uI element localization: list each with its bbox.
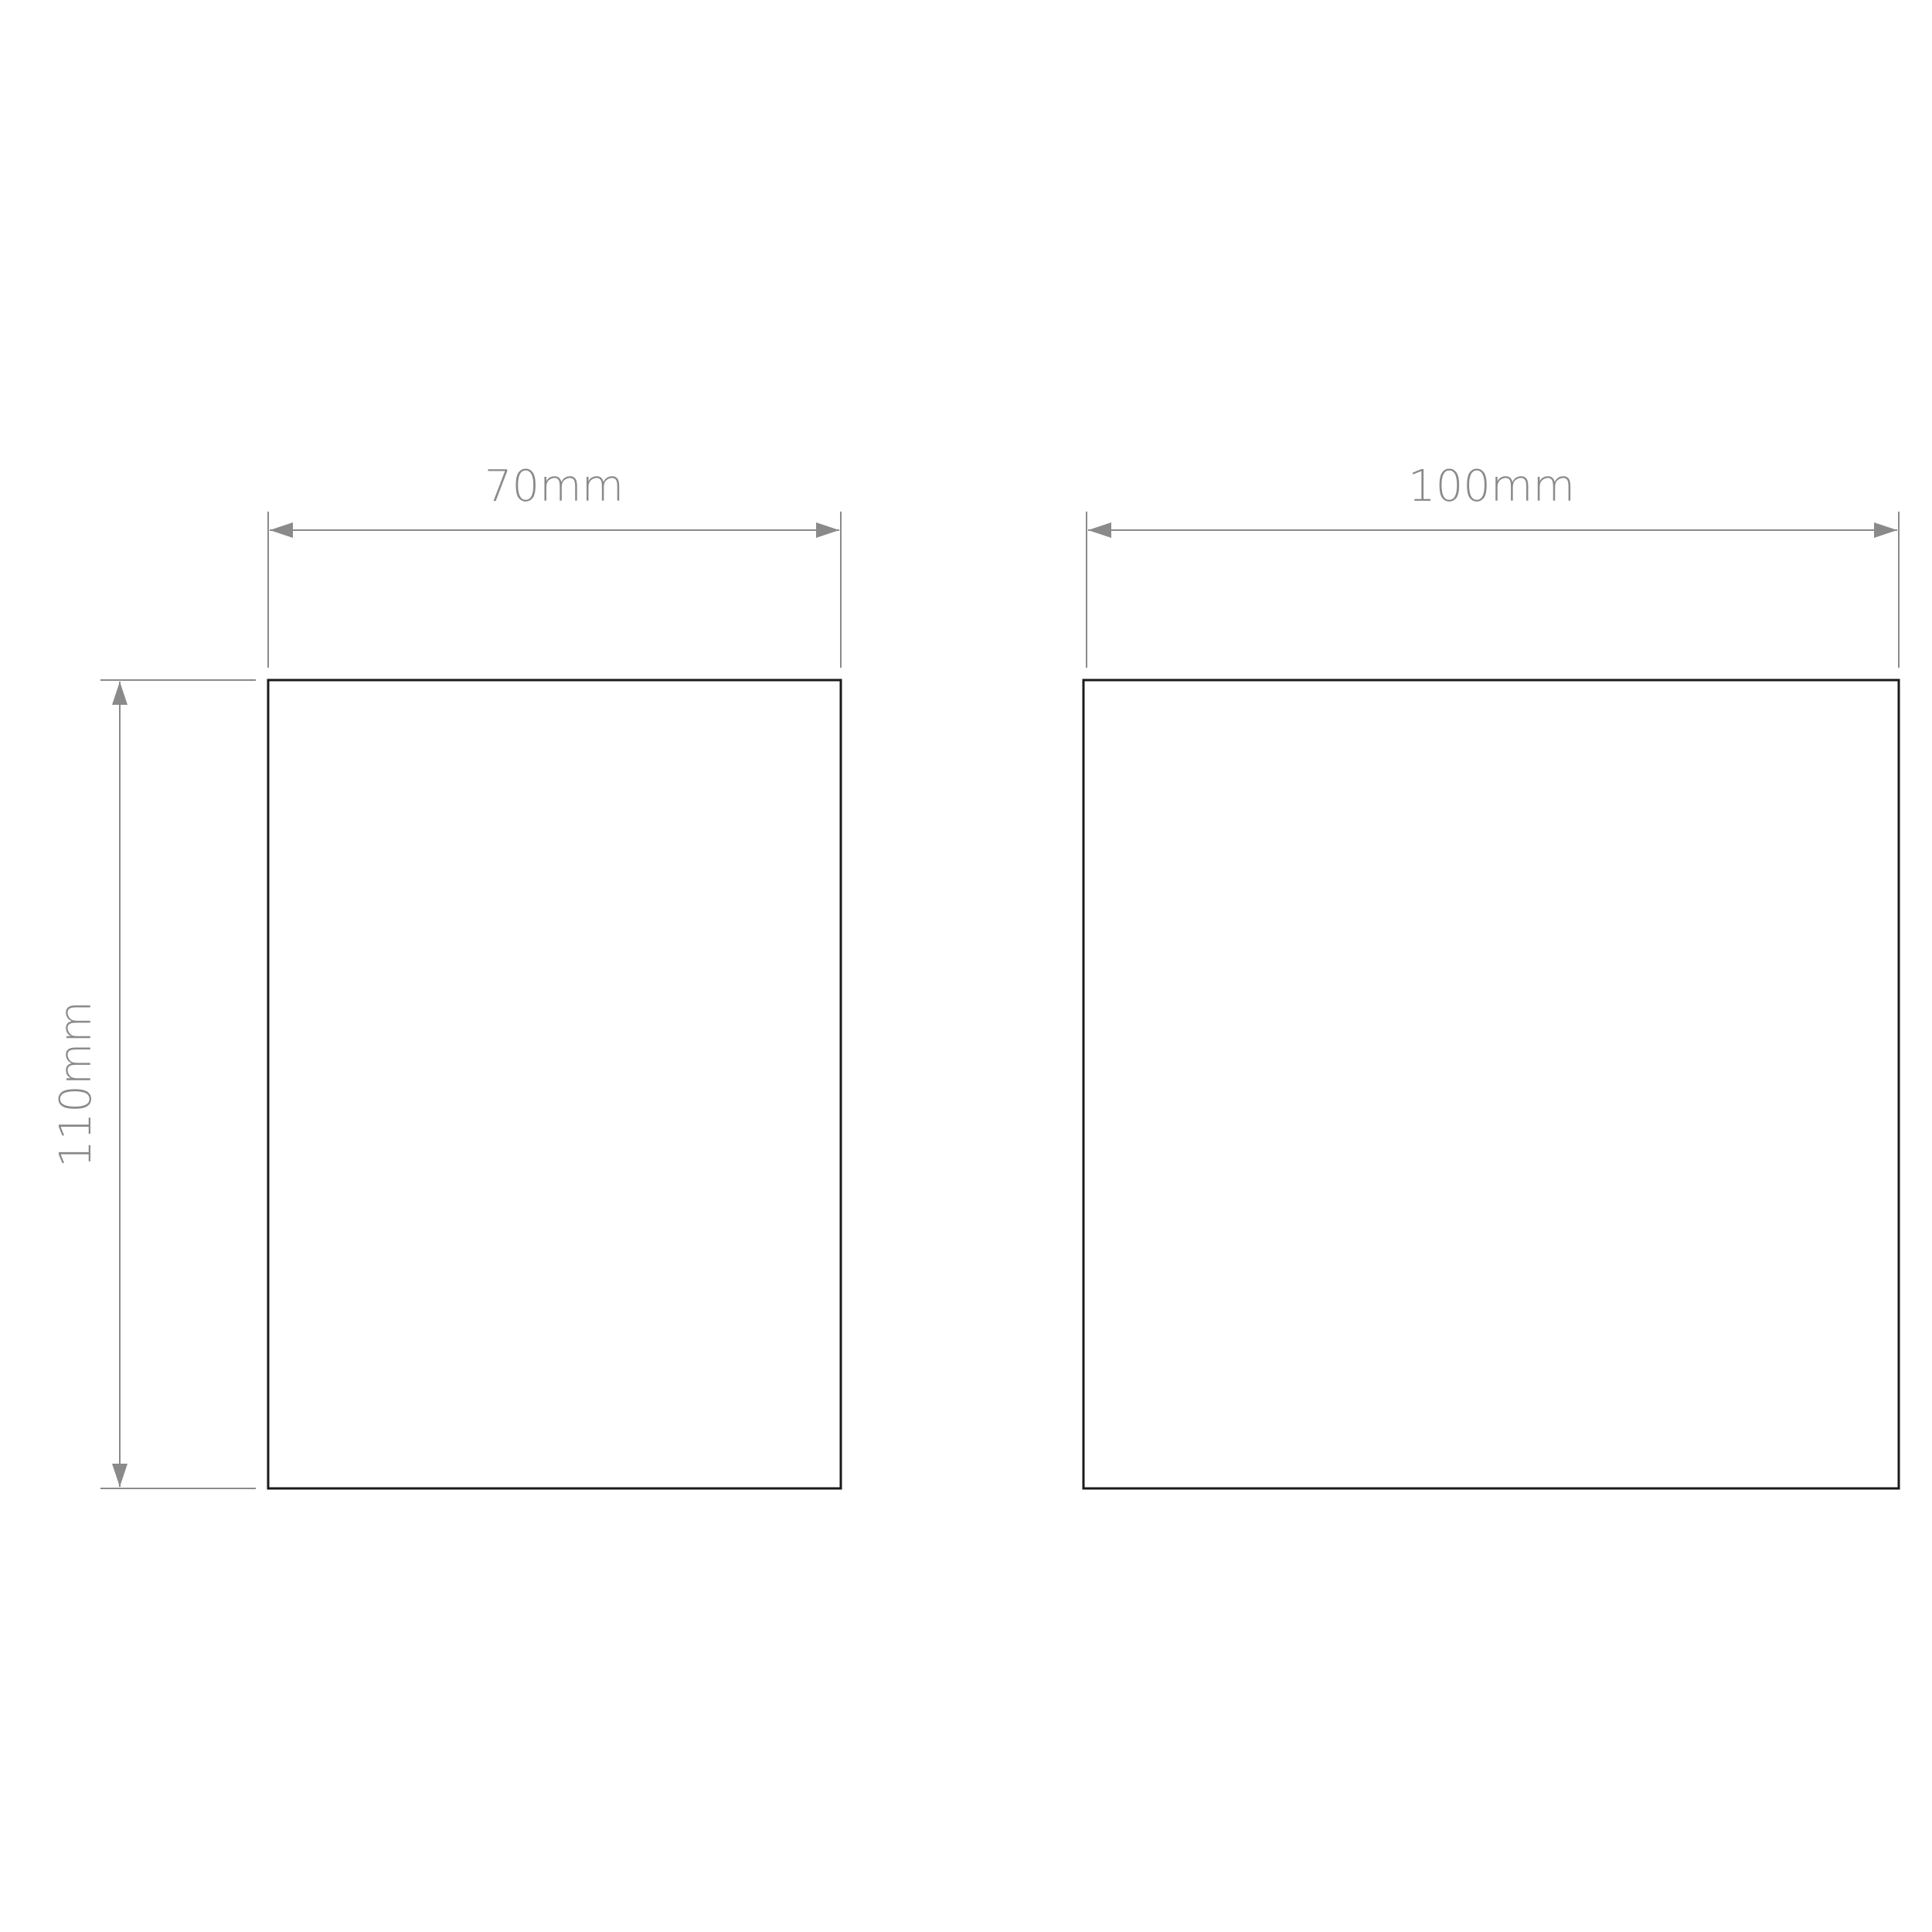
side-width-dimension: 100mm	[1086, 461, 1900, 668]
side-view-outline	[1082, 679, 1900, 1490]
height-dimension: 110mm	[51, 679, 256, 1489]
side-width-label: 100mm	[1408, 461, 1575, 512]
height-label: 110mm	[51, 1001, 101, 1168]
front-width-label: 70mm	[485, 461, 624, 512]
front-width-dimension: 70mm	[267, 461, 842, 668]
front-view-outline	[267, 679, 842, 1490]
